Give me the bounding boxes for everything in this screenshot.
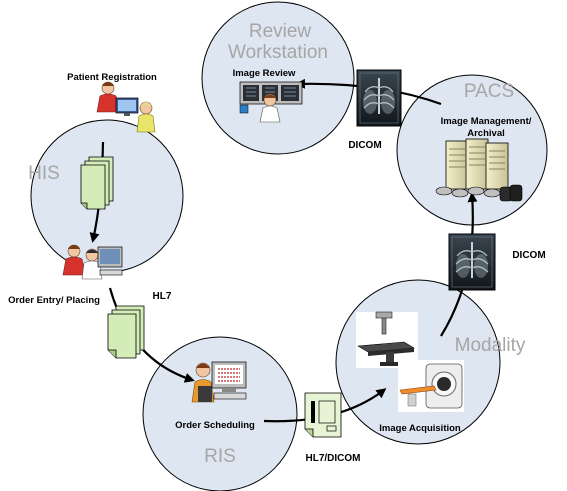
patient-registration-person-icon [96,81,156,133]
pacs-title: PACS [464,81,514,102]
review-title-line1: Review [249,21,312,42]
pacs-server-rack-icon [445,138,509,190]
hl7-label: HL7 [153,291,172,302]
xray-table-icon [356,311,418,368]
ris-title: RIS [204,446,236,467]
order-scheduling-label: Order Scheduling [175,420,255,431]
his-title: HIS [28,163,60,184]
pacs-label-line2: Archival [467,128,505,139]
patient-registration-label: Patient Registration [67,72,157,83]
hl7-dicom-label: HL7/DICOM [306,453,361,464]
dicom-label-top: DICOM [348,140,381,151]
xray-image-right [448,233,496,291]
review-title-line2: Workstation [228,42,328,63]
order-entry-person-icon [62,244,123,280]
ct-scanner-icon [398,360,464,412]
document-stack-hl7 [107,305,145,359]
document-hl7-dicom [304,392,342,438]
dicom-label-right: DICOM [512,250,545,261]
review-circle [201,1,355,155]
order-scheduling-workstation-icon [191,361,247,403]
image-review-workstation-icon [239,81,303,123]
order-entry-label: Order Entry/ Placing [8,295,100,306]
pacs-label-line1: Image Management/ [441,116,532,127]
image-review-label: Image Review [233,68,296,79]
image-acquisition-label: Image Acquisition [379,423,461,434]
document-stack-his [80,156,114,210]
xray-image-top [356,69,402,127]
modality-title: Modality [455,335,526,356]
storage-disks-icon [435,184,523,202]
ris-circle [142,336,298,491]
